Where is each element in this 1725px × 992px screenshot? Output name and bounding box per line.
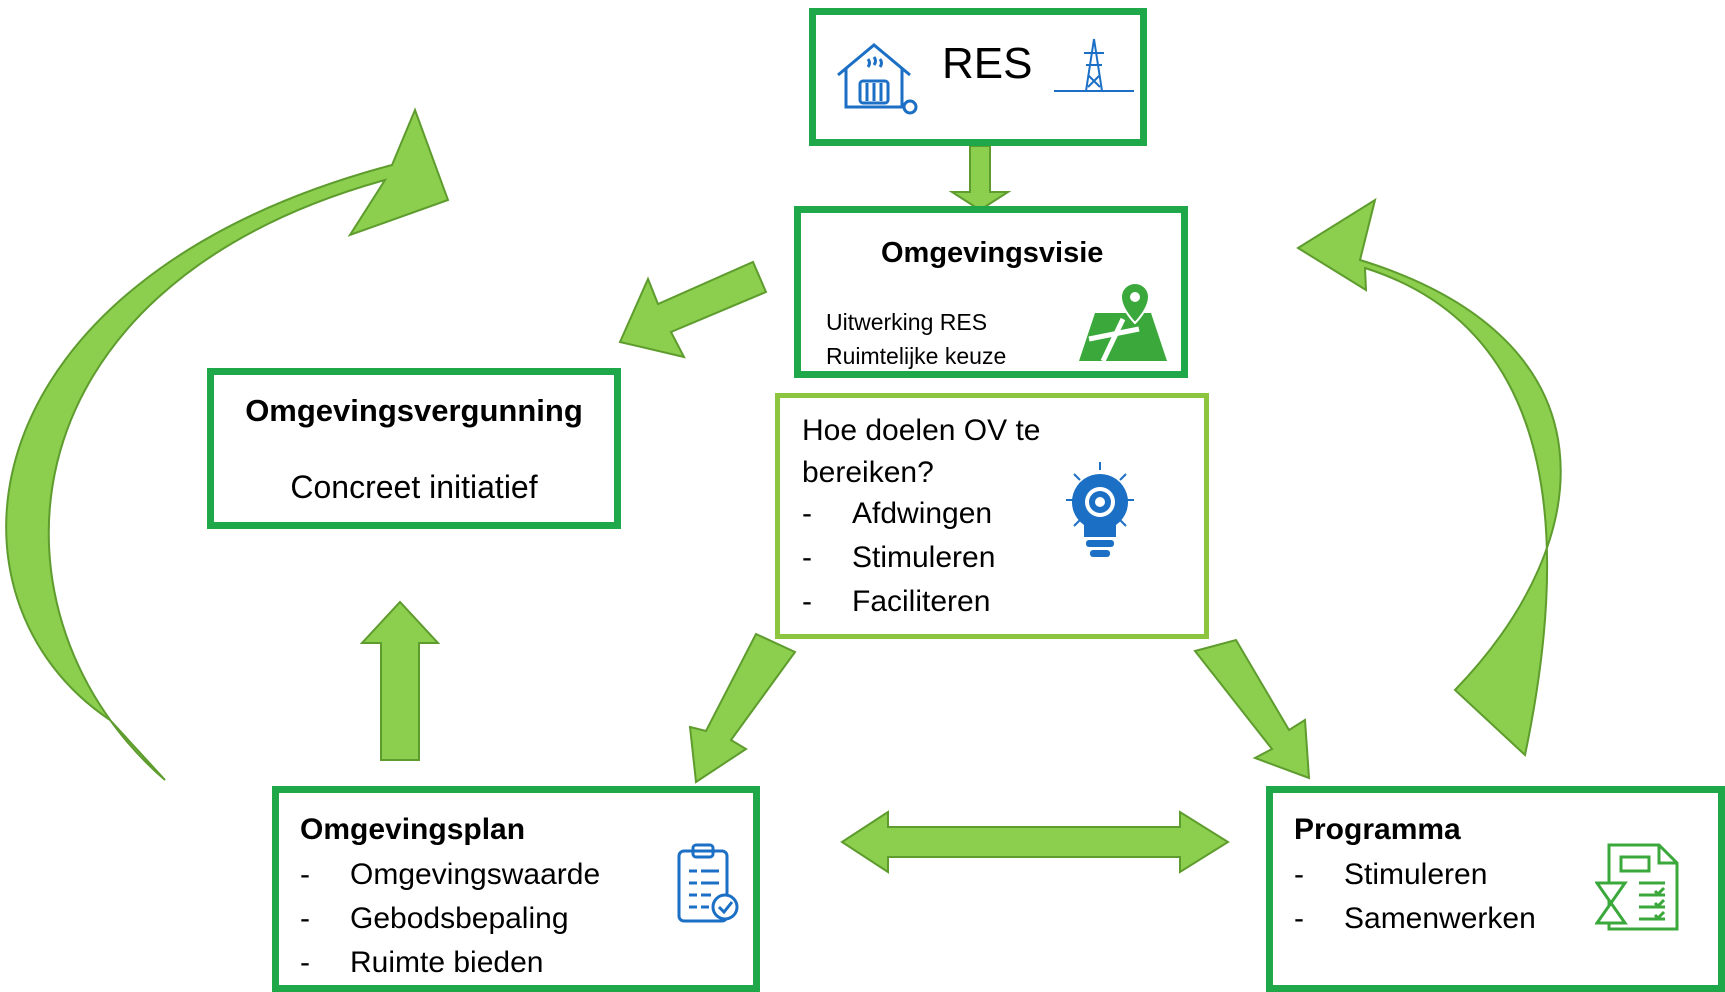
omgevingsvisie-box: Omgevingsvisie Uitwerking RES Ruimtelijk… [794,206,1188,378]
list-item-text: Samenwerken [1344,902,1536,935]
omgevingsvergunning-title: Omgevingsvergunning [245,393,583,428]
list-item-text: Stimuleren [1344,858,1488,891]
omgevingsvisie-line-2: Ruimtelijke keuze [826,343,1007,369]
right-curved-arrow [1296,197,1562,757]
map-pin-icon [1079,281,1167,363]
omgevingsvisie-title: Omgevingsvisie [881,237,1104,269]
omgevingsvisie-line-1: Uitwerking RES [826,309,988,335]
center-box: Hoe doelen OV te bereiken? - Afdwingen - S… [775,393,1209,639]
list-item-text: Stimuleren [852,541,996,574]
left-curved-arrow [5,107,450,781]
list-item-text: Gebodsbepaling [350,902,569,935]
dash: - [802,585,812,618]
omgevingsvergunning-box: Omgevingsvergunning Concreet initiatief [207,368,621,529]
omgevingsvergunning-text: Concreet initiatief [290,469,538,505]
clipboard-check-icon [677,843,739,923]
double-arrow [840,810,1230,874]
list-item-text: Faciliteren [852,585,991,618]
omgevingsplan-box: Omgevingsplan - Omgevingswaarde - Gebodsbe… [272,786,760,992]
lightbulb-gear-icon [1066,462,1134,557]
list-item-text: Afdwingen [852,497,993,530]
arrow-res-to-visie [948,145,1012,212]
dash: - [802,497,812,530]
programma-box: Programma - Stimuleren - Samenwerken [1266,786,1725,992]
dash: - [1294,858,1304,891]
dash: - [802,541,812,574]
dash: - [300,946,310,979]
dash: - [300,902,310,935]
center-line-1: Hoe doelen OV te [802,414,1041,447]
document-hourglass-icon [1595,843,1679,931]
house-heating-icon [837,43,918,115]
arrow-center-to-programma [1193,638,1311,780]
list-item-text: Ruimte bieden [350,946,544,979]
res-label: RES [942,39,1033,88]
arrow-visie-to-vergunning [618,260,768,359]
arrow-center-to-plan [688,632,797,784]
power-pylon-icon [1054,38,1134,92]
list-item-text: Omgevingswaarde [350,858,601,891]
res-box: RES [809,8,1147,146]
dash: - [1294,902,1304,935]
omgevingsplan-title: Omgevingsplan [300,813,526,846]
arrow-plan-to-vergunning [359,600,441,761]
center-line-2: bereiken? [802,456,934,489]
programma-title: Programma [1294,813,1461,846]
dash: - [300,858,310,891]
